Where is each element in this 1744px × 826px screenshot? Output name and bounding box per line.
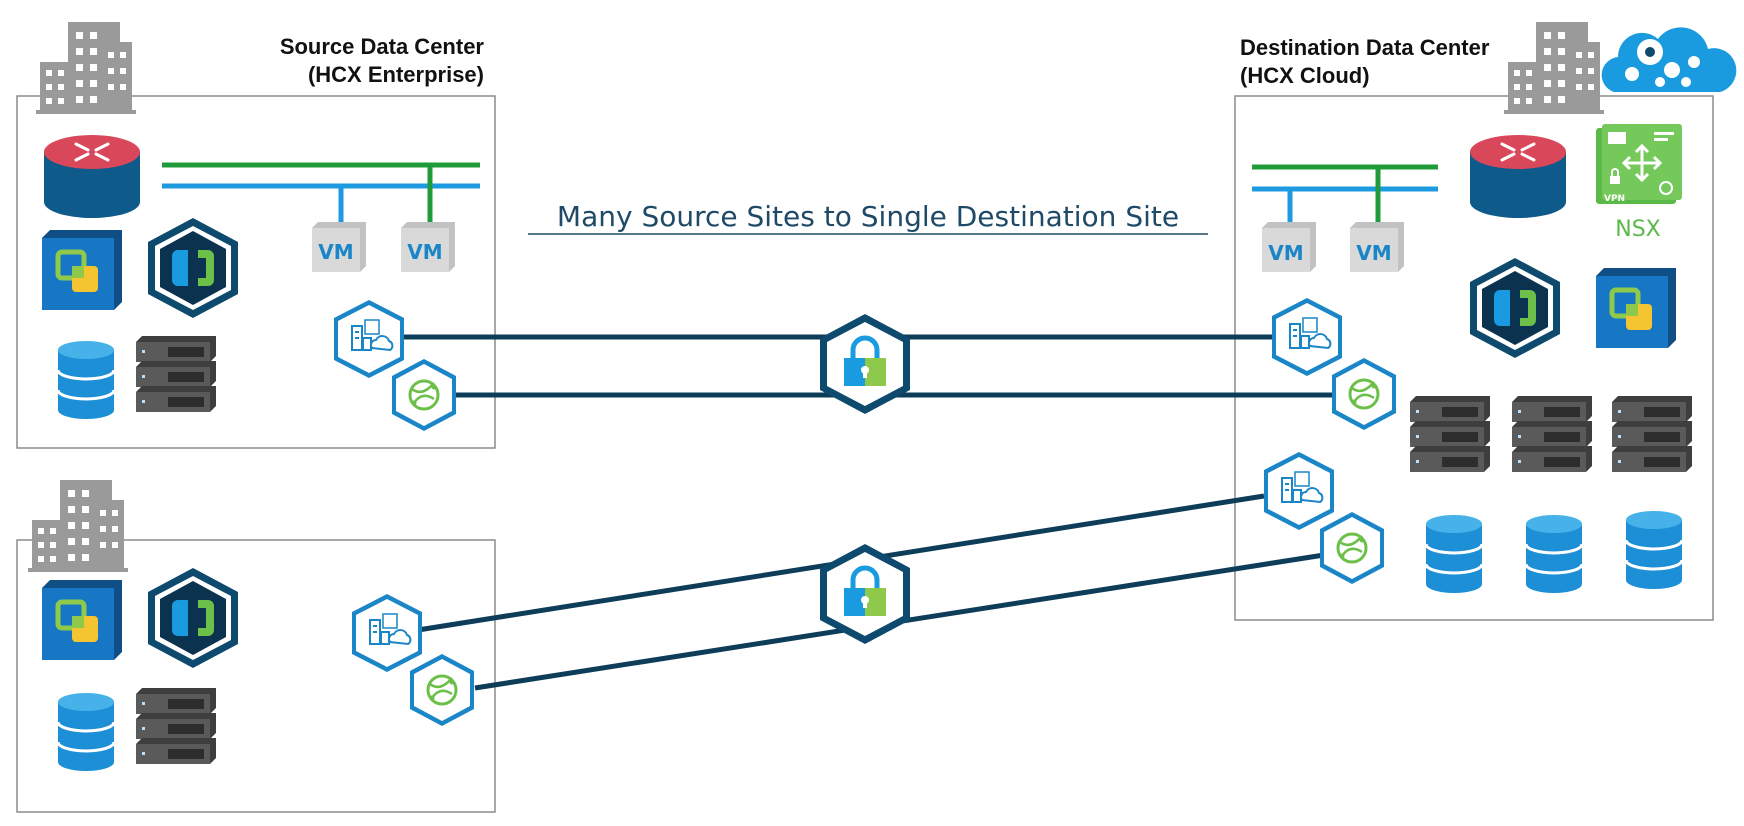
second-source-site-box — [16, 539, 496, 813]
destination-data-center: Destination Data Center (HCX Cloud) VM V… — [1234, 22, 1737, 621]
destination-site-box — [1234, 95, 1714, 621]
source-data-center: Source Data Center (HCX Enterprise) VM V… — [16, 22, 496, 449]
lock-icon — [820, 314, 910, 414]
vm-icon: VM — [401, 222, 455, 272]
nsx-vpn-label: VPN — [1604, 194, 1625, 204]
building-icon — [1504, 22, 1604, 114]
server-rack-icon — [136, 336, 216, 412]
database-icon — [56, 691, 116, 773]
building-icon — [28, 480, 128, 572]
database-icon — [56, 339, 116, 421]
nsx-icon: VPN — [1594, 122, 1684, 206]
vm-label: VM — [1356, 241, 1391, 265]
router-icon — [42, 133, 142, 220]
building-icon — [36, 22, 136, 114]
nsx-label: NSX — [1615, 217, 1661, 242]
destination-site-subtitle: (HCX Cloud) — [1240, 63, 1370, 88]
hcx-manager-icon — [148, 568, 238, 668]
cloud-icon — [1601, 27, 1737, 92]
wan-optimizer-icon — [408, 652, 476, 728]
source-site-title: Source Data Center — [280, 34, 485, 59]
vm-icon: VM — [312, 222, 366, 272]
destination-site-title: Destination Data Center — [1240, 35, 1490, 60]
source-site-box — [16, 95, 496, 449]
interconnect-appliance-icon — [1263, 451, 1335, 531]
source-site-subtitle: (HCX Enterprise) — [308, 62, 484, 87]
interconnect-appliance-icon — [1271, 297, 1343, 377]
server-rack-icon — [1410, 396, 1490, 472]
vm-icon: VM — [1262, 222, 1316, 272]
interconnect-appliance-icon — [333, 299, 405, 379]
vsphere-icon — [1596, 268, 1676, 348]
vm-label: VM — [318, 240, 353, 264]
diagram-headline: Many Source Sites to Single Destination … — [557, 200, 1179, 233]
server-rack-icon — [1512, 396, 1592, 472]
wan-optimizer-icon — [1318, 510, 1386, 586]
database-icon — [1524, 513, 1584, 595]
wan-optimizer-icon — [1330, 356, 1398, 432]
wan-optimizer-icon — [390, 357, 458, 433]
database-icon — [1424, 513, 1484, 595]
vm-icon: VM — [1350, 222, 1404, 272]
server-rack-icon — [136, 688, 216, 764]
hcx-manager-icon — [148, 218, 238, 318]
database-icon — [1624, 509, 1684, 591]
router-icon — [1468, 133, 1568, 220]
server-rack-icon — [1612, 396, 1692, 472]
hcx-manager-icon — [1470, 258, 1560, 358]
second-source-site — [16, 480, 496, 813]
vm-label: VM — [1268, 241, 1303, 265]
vsphere-icon — [42, 580, 122, 660]
vm-label: VM — [407, 240, 442, 264]
vsphere-icon — [42, 230, 122, 310]
interconnect-appliance-icon — [351, 593, 423, 673]
lock-icon — [820, 544, 910, 644]
